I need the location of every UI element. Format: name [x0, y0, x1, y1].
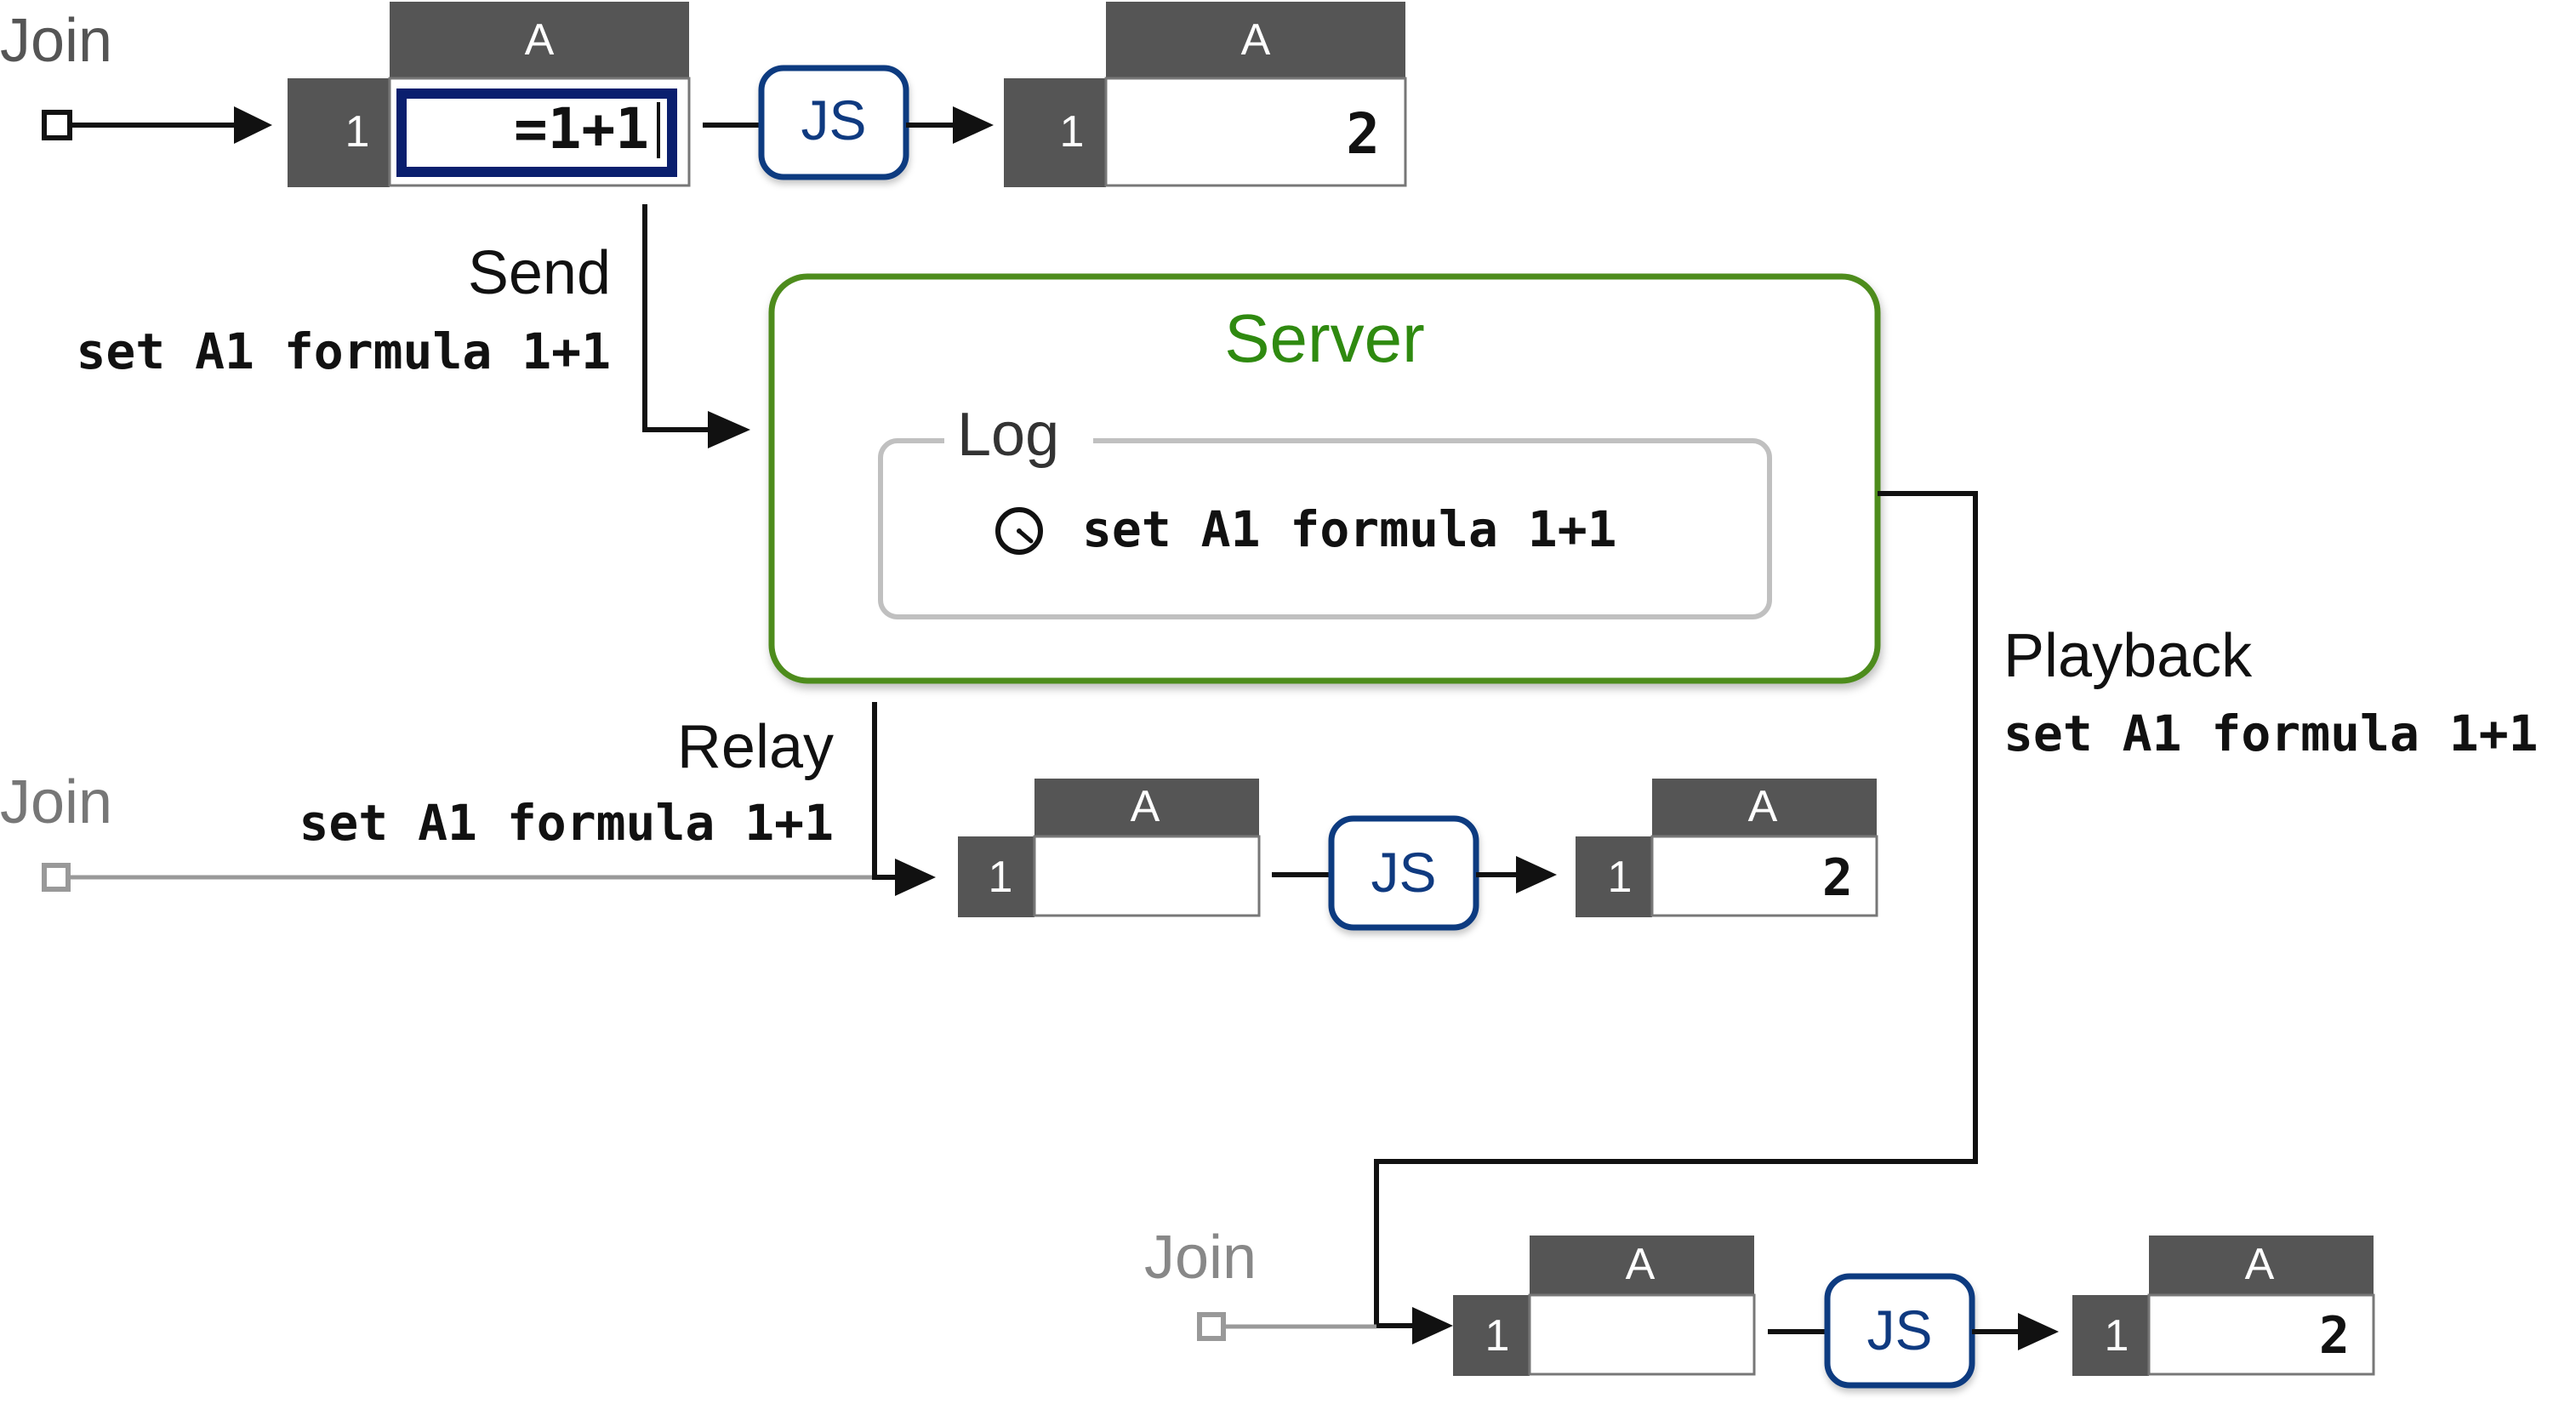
arrowhead: [1412, 1307, 1453, 1344]
row-header: [1576, 836, 1652, 917]
arrowhead: [708, 411, 750, 448]
log-box: [878, 438, 1772, 619]
join-label-top: Join: [0, 7, 112, 75]
cell-edit-box[interactable]: [396, 88, 677, 177]
cell-result: 2: [1822, 848, 1853, 908]
join-label-middle: Join: [0, 768, 112, 836]
log-entry: set A1 formula 1+1: [1082, 500, 1617, 558]
js-label: JS: [801, 88, 866, 151]
column-header: [390, 2, 689, 78]
cell-a1: [1104, 77, 1407, 187]
column-header: [2149, 1236, 2374, 1295]
playback-line: [1374, 491, 1978, 1328]
cell-a1: [1650, 835, 1878, 917]
spreadsheet-output-bottom: 1 A 2: [2072, 1236, 2375, 1376]
spreadsheet-output-middle: 1 A 2: [1576, 779, 1878, 917]
cell-result: 2: [2319, 1306, 2350, 1366]
column-header: [1652, 779, 1877, 836]
arrowhead: [234, 106, 272, 144]
join-handle-middle: [42, 863, 71, 892]
row-number: 1: [345, 107, 370, 157]
spreadsheet-input-bottom: 1 A: [1453, 1236, 1756, 1376]
middle-client: Join Relay set A1 formula 1+1 1 A JS 1 A…: [0, 702, 1878, 931]
bottom-client: Join 1 A JS 1 A 2: [1144, 1224, 2375, 1389]
row-number: 1: [1060, 107, 1085, 157]
join-handle-bottom: [1197, 1312, 1226, 1341]
cell-result: 2: [1346, 101, 1380, 167]
row-header: [288, 78, 390, 187]
arrowhead: [895, 859, 936, 896]
js-node-middle: JS: [1328, 815, 1479, 931]
clock-icon: [995, 507, 1043, 555]
send-line: [642, 204, 715, 432]
log-panel: Log set A1 formula 1+1: [878, 401, 1772, 619]
row-number: 1: [1485, 1311, 1510, 1361]
cell-a1: [1033, 835, 1261, 917]
row-number: 1: [2105, 1311, 2129, 1361]
join-label-bottom: Join: [1144, 1224, 1257, 1292]
column-letter: A: [1241, 15, 1271, 65]
column-letter: A: [525, 15, 555, 65]
column-header: [1034, 779, 1259, 836]
cell-a1: [2147, 1293, 2375, 1376]
cell-formula: =1+1: [514, 96, 649, 162]
send-command: set A1 formula 1+1: [76, 322, 611, 380]
join-handle-top: [42, 110, 72, 140]
relay-line: [872, 702, 902, 880]
server: Server Log set A1 formula 1+1: [768, 273, 1881, 684]
relay-command: set A1 formula 1+1: [299, 794, 834, 852]
cell-a1: [1528, 1293, 1756, 1376]
log-label-backdrop: [944, 408, 1093, 468]
playback-label: Playback: [2003, 622, 2253, 690]
column-letter: A: [2245, 1240, 2275, 1289]
column-header: [1106, 2, 1405, 78]
column-letter: A: [1131, 782, 1160, 831]
top-client: Join 1 A =1+1 JS 1 A 2: [0, 2, 1407, 187]
js-node-top: JS: [758, 65, 909, 180]
row-header: [958, 836, 1034, 917]
row-header: [1004, 78, 1106, 187]
spreadsheet-input-middle: 1 A: [958, 779, 1261, 917]
send-label: Send: [468, 239, 611, 307]
log-label: Log: [957, 401, 1059, 469]
js-label: JS: [1866, 1298, 1932, 1361]
row-header: [2072, 1295, 2149, 1376]
server-title: Server: [1224, 300, 1425, 376]
send-flow: Send set A1 formula 1+1: [76, 204, 750, 448]
arrowhead: [2018, 1313, 2059, 1350]
column-header: [1530, 1236, 1754, 1295]
column-letter: A: [1626, 1240, 1656, 1289]
row-number: 1: [989, 853, 1013, 902]
relay-label: Relay: [677, 713, 834, 781]
spreadsheet-output-top: 1 A 2: [1004, 2, 1407, 187]
playback-flow: Playback set A1 formula 1+1: [1374, 491, 2539, 1344]
js-label: JS: [1371, 841, 1436, 904]
arrowhead: [1516, 856, 1557, 893]
playback-command: set A1 formula 1+1: [2003, 705, 2539, 762]
column-letter: A: [1748, 782, 1778, 831]
js-node-bottom: JS: [1824, 1273, 1975, 1389]
row-number: 1: [1608, 853, 1633, 902]
spreadsheet-input-top: 1 A =1+1: [288, 2, 691, 187]
arrowhead: [953, 106, 994, 144]
row-header: [1453, 1295, 1530, 1376]
